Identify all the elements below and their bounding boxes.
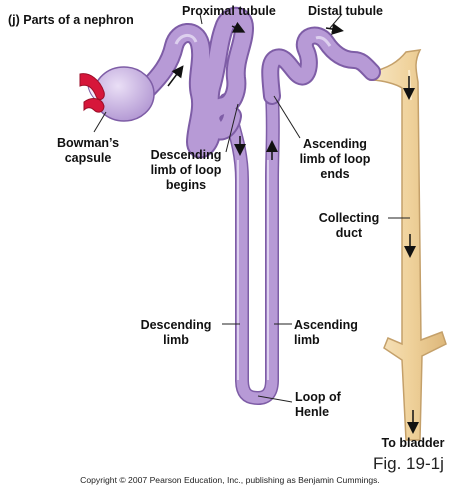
- label-loop-of-henle-1: Loop of: [295, 390, 342, 404]
- label-loop-of-henle-2: Henle: [295, 405, 329, 419]
- distal-tubule: [261, 26, 381, 105]
- label-descending-begins-1: Descending: [151, 148, 222, 162]
- labels: Proximal tubule Distal tubule Bowman’s c…: [57, 4, 445, 450]
- label-to-bladder: To bladder: [382, 436, 445, 450]
- copyright-notice: Copyright © 2007 Pearson Education, Inc.…: [80, 475, 380, 485]
- label-distal-tubule: Distal tubule: [308, 4, 383, 18]
- bowmans-capsule: [79, 66, 155, 122]
- label-descending-begins-2: limb of loop: [151, 163, 222, 177]
- label-descending-begins-3: begins: [166, 178, 206, 192]
- figure-number: Fig. 19-1j: [373, 454, 444, 473]
- proximal-tubule: [138, 6, 254, 159]
- flow-arrows: [167, 21, 419, 434]
- figure-title: (j) Parts of a nephron: [8, 13, 134, 27]
- leader-lines: [93, 13, 410, 403]
- label-bowmans-capsule-2: capsule: [65, 151, 112, 165]
- label-ascending-limb-2: limb: [294, 333, 320, 347]
- label-bowmans-capsule-1: Bowman’s: [57, 136, 119, 150]
- loop-of-henle: [219, 89, 280, 406]
- label-proximal-tubule: Proximal tubule: [182, 4, 276, 18]
- flow-arrow-distal: [325, 23, 344, 35]
- label-ascending-ends-3: ends: [320, 167, 349, 181]
- label-ascending-ends-2: limb of loop: [300, 152, 371, 166]
- collecting-duct: [369, 49, 447, 441]
- label-descending-limb-1: Descending: [141, 318, 212, 332]
- label-descending-limb-2: limb: [163, 333, 189, 347]
- flow-arrow-proximal: [231, 21, 246, 33]
- label-collecting-duct-2: duct: [336, 226, 363, 240]
- label-collecting-duct-1: Collecting: [319, 211, 379, 225]
- flow-arrow-capsule: [167, 65, 184, 87]
- label-ascending-ends-1: Ascending: [303, 137, 367, 151]
- label-ascending-limb-1: Ascending: [294, 318, 358, 332]
